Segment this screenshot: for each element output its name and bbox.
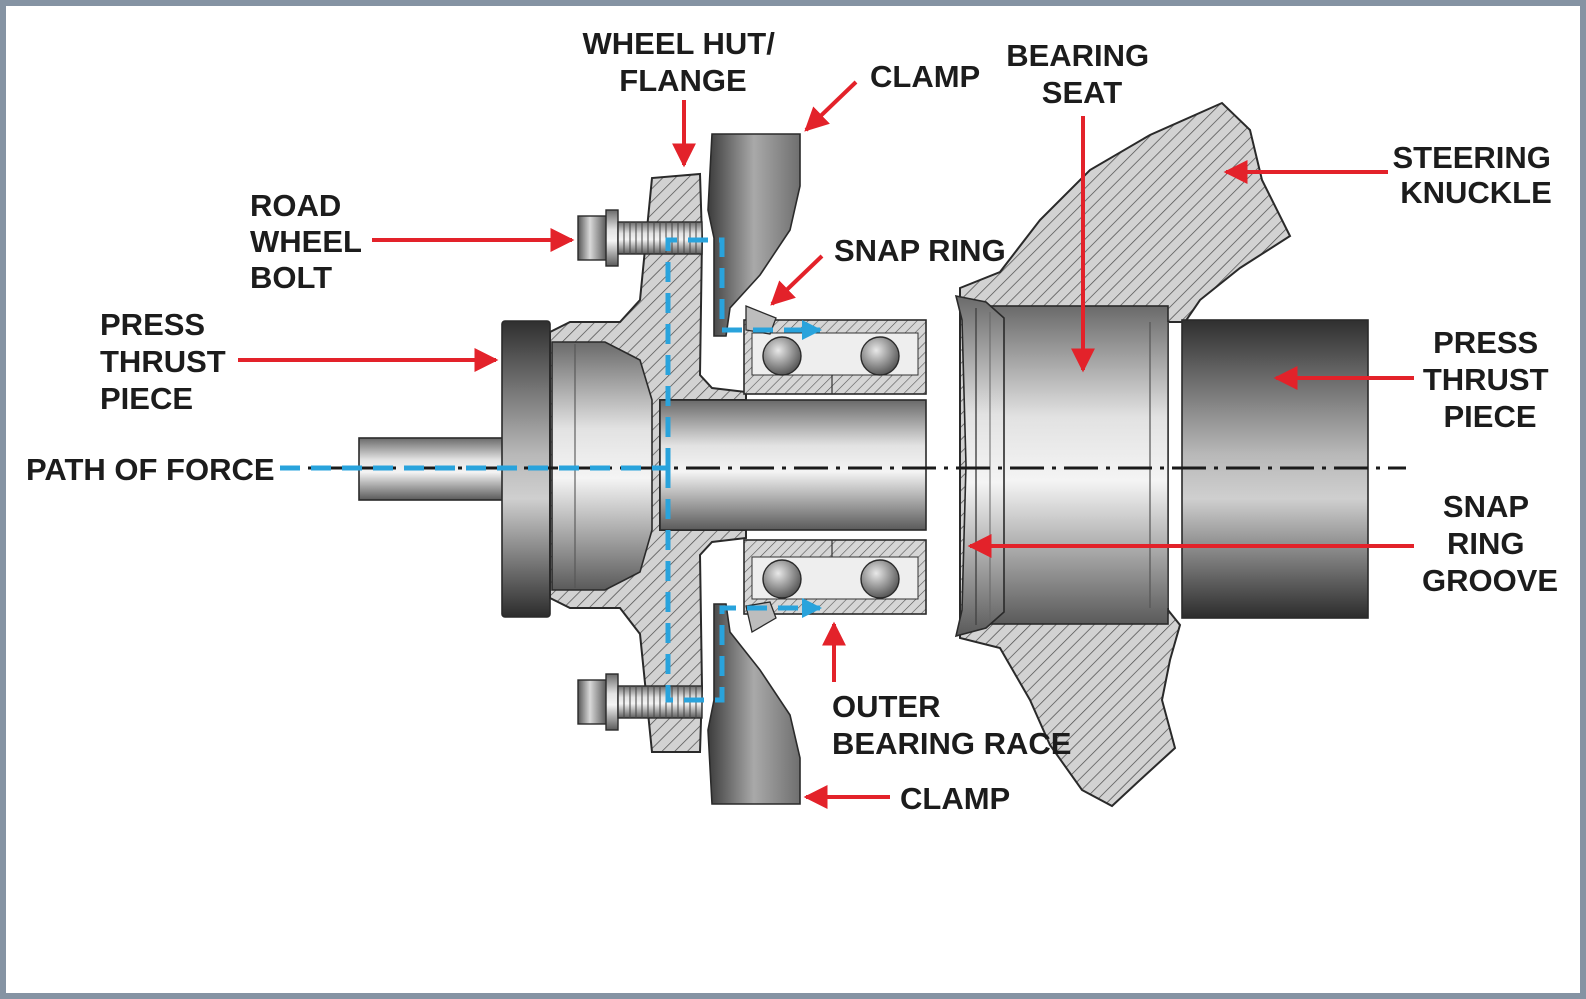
label-wheel-hub: WHEEL HUT/ FLANGE bbox=[583, 26, 784, 98]
snap-ring-top bbox=[745, 305, 777, 335]
label-outer-bearing-race: OUTER BEARING RACE bbox=[832, 689, 1071, 761]
label-clamp-bottom: CLAMP bbox=[900, 781, 1010, 816]
label-path-of-force: PATH OF FORCE bbox=[26, 452, 275, 487]
label-clamp-top: CLAMP bbox=[870, 59, 980, 94]
label-snap-ring: SNAP RING bbox=[834, 233, 1006, 268]
label-bearing-seat: BEARING SEAT bbox=[1006, 38, 1158, 110]
clamp-bottom bbox=[707, 603, 801, 805]
hub-spindle bbox=[659, 399, 927, 531]
label-press-thrust-right: PRESS THRUST PIECE bbox=[1423, 325, 1557, 434]
bearing-ball bbox=[762, 336, 802, 376]
bearing-ball bbox=[762, 559, 802, 599]
arrow-clamp-top bbox=[804, 80, 858, 132]
clamp-top bbox=[707, 133, 801, 337]
label-snap-ring-groove: SNAP RING GROOVE bbox=[1422, 489, 1558, 598]
bearing-ball bbox=[860, 336, 900, 376]
callout-arrows bbox=[238, 80, 1414, 809]
label-road-wheel-bolt: ROAD WHEEL BOLT bbox=[250, 188, 370, 295]
road-wheel-bolt-bottom bbox=[577, 673, 703, 731]
label-press-thrust-left: PRESS THRUST PIECE bbox=[100, 307, 234, 416]
label-steering-knuckle: STEERING KNUCKLE bbox=[1392, 140, 1559, 210]
path-of-force-line bbox=[280, 237, 822, 703]
arrow-snap-ring bbox=[770, 254, 824, 306]
bearing-ball bbox=[860, 559, 900, 599]
